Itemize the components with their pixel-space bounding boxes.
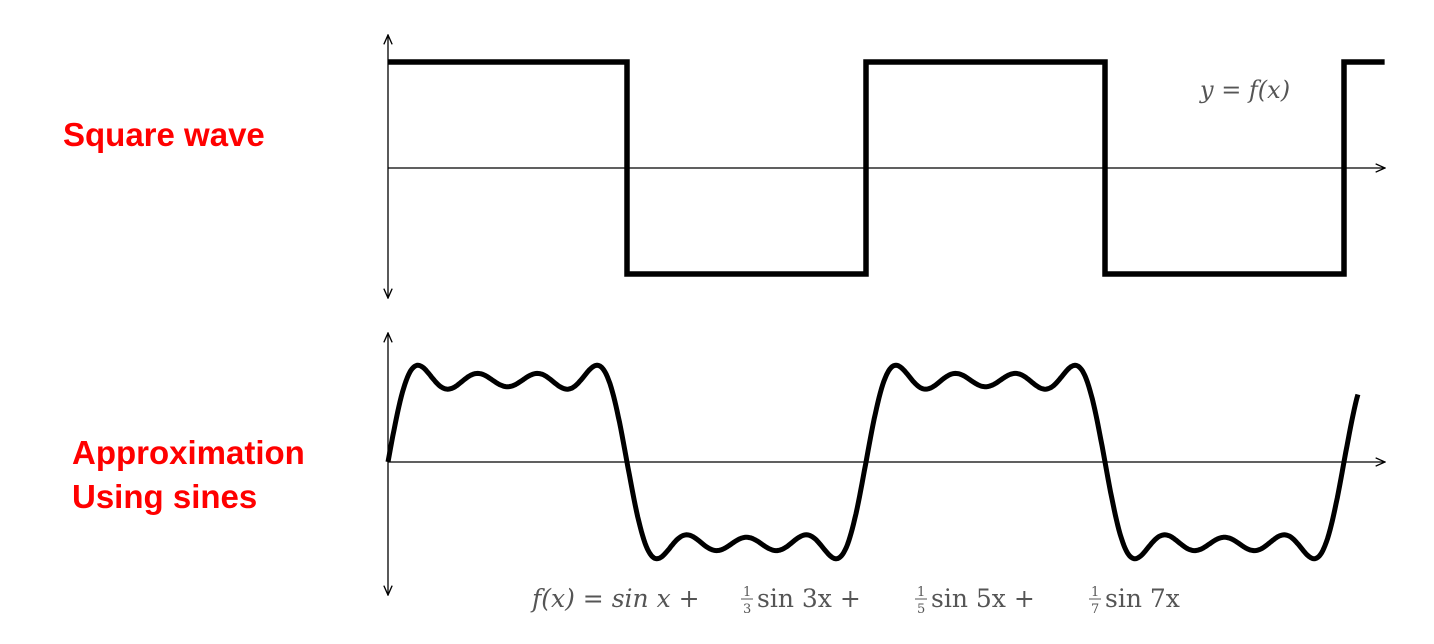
- frac3-den: 7: [1091, 602, 1099, 617]
- formula: f(x) = sin x + 1 3 sin 3x + 1 5 sin 5x +…: [530, 584, 1180, 617]
- formula-lead: f(x) = sin x +: [530, 584, 700, 613]
- term1: sin 3x +: [757, 584, 861, 613]
- approximation-label-line1: Approximation: [72, 434, 305, 471]
- sine-approximation-line: [385, 362, 1361, 562]
- frac2-num: 1: [917, 585, 925, 600]
- term3: sin 7x: [1105, 584, 1180, 613]
- approximation-label-line2: Using sines: [72, 478, 258, 515]
- square-wave-label: Square wave: [63, 116, 265, 153]
- frac3-num: 1: [1091, 585, 1099, 600]
- square-wave-annotation: y = f(x): [1199, 76, 1290, 104]
- frac1-den: 3: [743, 602, 751, 617]
- term2: sin 5x +: [931, 584, 1035, 613]
- frac1-num: 1: [743, 585, 751, 600]
- frac2-den: 5: [917, 602, 925, 617]
- square-wave-line: [388, 59, 1385, 277]
